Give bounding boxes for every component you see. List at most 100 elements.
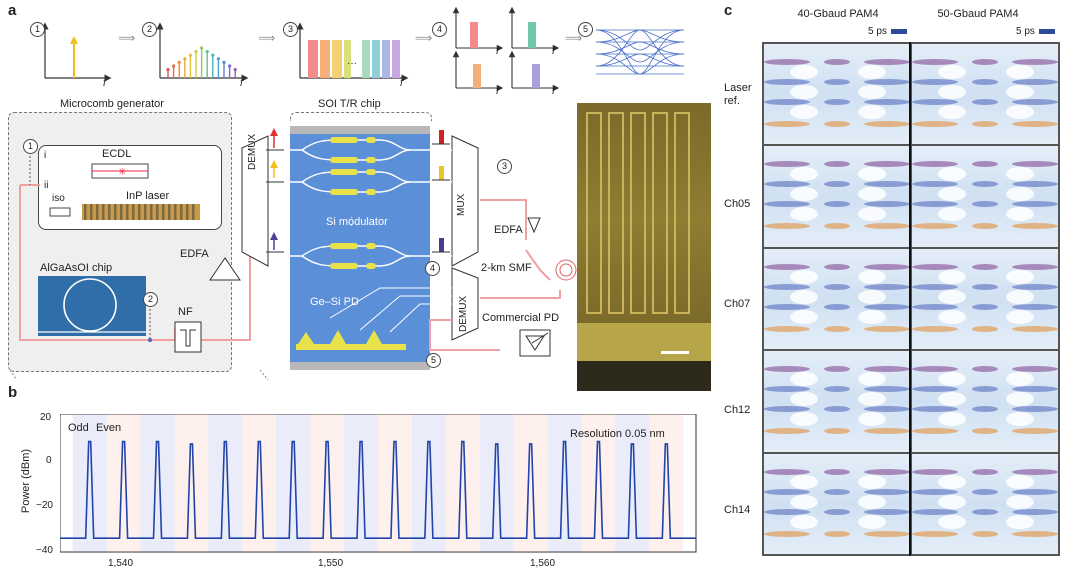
eye-pattern xyxy=(764,59,910,127)
eye-level xyxy=(824,428,850,435)
mux-label: MUX xyxy=(456,193,467,216)
eye-level xyxy=(764,366,810,373)
spectra-sequence: ⟹ ⟹ ⟹ ⟹ xyxy=(41,6,685,92)
scale-50g: 5 ps xyxy=(1016,26,1055,37)
laser-stripe xyxy=(102,204,105,220)
eye-pattern xyxy=(764,468,910,537)
even-band xyxy=(310,414,345,552)
eye-opening xyxy=(1006,207,1034,222)
scale-bar-50g xyxy=(1038,28,1055,34)
xtick-1560: 1,560 xyxy=(530,558,556,569)
even-band xyxy=(106,414,141,552)
eye-level xyxy=(864,386,910,393)
eye-level xyxy=(764,386,810,393)
eye-level xyxy=(824,263,850,270)
eye-level xyxy=(764,161,810,168)
spectrum-peak xyxy=(563,440,566,443)
svg-text:·: · xyxy=(350,220,353,231)
eye-level xyxy=(912,386,958,393)
col-title-50g: 50-Gbaud PAM4 xyxy=(937,8,1019,20)
even-band xyxy=(242,414,277,552)
eye-opening xyxy=(938,289,966,304)
comb-tip xyxy=(183,57,187,61)
eye-level xyxy=(1012,223,1058,230)
spectrum-peak xyxy=(631,443,634,445)
legend-odd: Odd xyxy=(68,422,89,434)
eye-opening xyxy=(790,392,818,407)
spectrum-peak xyxy=(292,440,294,443)
laser-stripe xyxy=(180,204,183,220)
even-band xyxy=(174,414,209,552)
scale-bar-40g xyxy=(890,28,907,34)
eye-opening xyxy=(858,309,886,324)
eye-opening xyxy=(938,392,966,407)
eye-pattern xyxy=(912,468,1058,537)
axis-f-1: f xyxy=(103,78,106,89)
eye-pattern xyxy=(764,161,910,230)
eye-level xyxy=(1012,530,1058,537)
eye-level xyxy=(824,181,850,188)
roman-i: i xyxy=(44,150,47,161)
eye-level xyxy=(764,223,810,230)
step-2-marker: 2 xyxy=(142,22,157,37)
step-3-point: 3 xyxy=(497,159,512,174)
laser-stripe xyxy=(138,204,141,220)
step-4-point: 4 xyxy=(425,261,440,276)
eye-opening xyxy=(858,474,886,489)
eye-level xyxy=(1012,161,1058,168)
eye-level xyxy=(912,428,958,435)
eye-pattern xyxy=(764,366,910,435)
resolution-label: Resolution 0.05 nm xyxy=(570,428,665,440)
eye-opening xyxy=(790,494,818,509)
laser-stripe xyxy=(168,204,171,220)
scale-40g: 5 ps xyxy=(868,26,907,37)
eye-level xyxy=(972,530,998,537)
eye-level xyxy=(824,79,850,85)
step-3-marker: 3 xyxy=(283,22,298,37)
spectrum-peak xyxy=(495,443,498,445)
eye-opening xyxy=(1006,187,1034,202)
odd-band xyxy=(276,414,311,552)
row-label-ch12: Ch12 xyxy=(724,404,751,416)
eye-level xyxy=(912,99,958,105)
even-band xyxy=(378,414,412,552)
laser-stripe xyxy=(174,204,177,220)
eye-opening xyxy=(790,412,818,427)
eye-level xyxy=(972,325,998,332)
eye-opening xyxy=(858,412,886,427)
spectrum-peak xyxy=(258,440,261,443)
demux2-label: DEMUX xyxy=(458,295,469,332)
eye-level xyxy=(972,366,998,373)
spectrum-peak xyxy=(156,440,159,443)
eye-level xyxy=(764,201,810,208)
eye-level xyxy=(864,428,910,435)
eye-level xyxy=(912,468,958,475)
eye-opening xyxy=(938,372,966,387)
eye-level xyxy=(1012,406,1058,413)
eye-level xyxy=(912,488,958,495)
eye-level xyxy=(824,303,850,310)
panel-label-b: b xyxy=(8,384,18,401)
eye-level xyxy=(864,181,910,188)
eye-opening xyxy=(790,207,818,222)
eye-opening xyxy=(858,105,886,119)
eye-level xyxy=(824,386,850,393)
spectrum-peak xyxy=(88,440,91,443)
panel-label-a: a xyxy=(8,2,17,19)
eye-opening xyxy=(1006,474,1034,489)
microcomb-diagram: ✳ xyxy=(9,152,269,380)
row-label-laser-ref: Laser ref. xyxy=(724,82,752,107)
step-5-marker: 5 xyxy=(578,22,593,37)
eye-opening xyxy=(790,289,818,304)
odd-band xyxy=(140,414,175,552)
eye-opening xyxy=(858,85,886,99)
comb-tip xyxy=(188,53,192,57)
soi-bottom-edge xyxy=(290,362,430,370)
comb-tip xyxy=(172,64,176,68)
comb-tip xyxy=(200,46,204,50)
odd-band xyxy=(208,414,243,552)
scale-40g-text: 5 ps xyxy=(868,26,887,37)
eye-level xyxy=(1012,201,1058,208)
eye-opening xyxy=(858,289,886,304)
eye-grid xyxy=(762,42,1060,556)
